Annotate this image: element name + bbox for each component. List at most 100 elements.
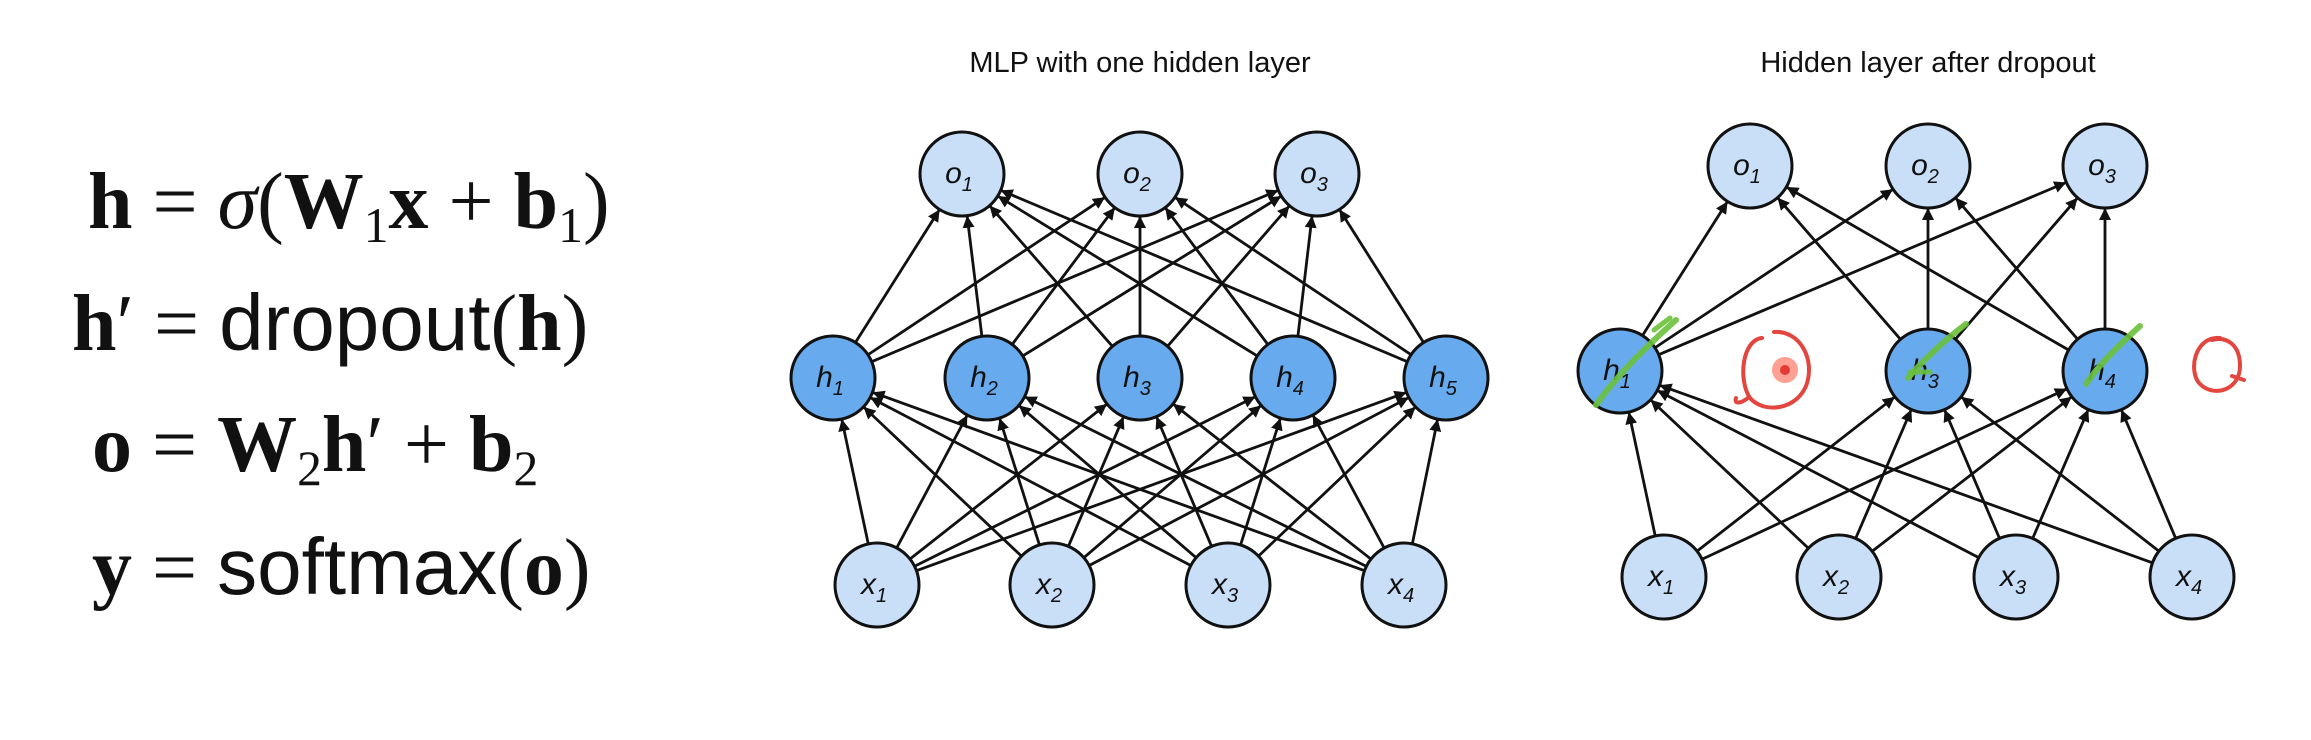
left-hidden-output-edge-2-1 [962,215,984,337]
left-input-hidden-edge-3-5 [1257,406,1416,558]
left-hidden-node-5: h5 [1402,334,1490,422]
left-input-hidden-edge-2-3 [1067,416,1125,547]
handwritten-annotations [1593,315,2246,410]
left-input-node-3: x3 [1184,541,1272,629]
left-hidden-node-2-circle [943,334,1031,422]
red-circle-dropped-h2 [1733,329,1812,410]
right-hidden-output-edge-3-1 [1786,186,2070,352]
left-hidden-node-5-label: h5 [1429,361,1458,400]
left-hidden-node-3: h3 [1096,334,1184,422]
left-input-node-4-label: x4 [1386,568,1414,607]
left-hidden-node-2: h2 [943,334,1031,422]
left-input-hidden-edge-3-1 [870,396,1192,567]
right-input-node-1: x1 [1620,533,1708,621]
left-hidden-node-4: h4 [1249,334,1337,422]
left-input-hidden-edge-1-3 [909,403,1108,561]
right-input-hidden-edge-3-2 [1943,409,2001,539]
left-input-hidden-edge-2-5 [1088,396,1409,567]
left-input-node-2-circle [1008,541,1096,629]
equation-output: o = W2h′ + b2 [92,401,539,496]
right-diagram-title: Hidden layer after dropout [1760,47,2095,79]
left-input-node-1-circle [833,541,921,629]
left-output-node-1-label: o1 [945,157,973,196]
left-diagram-edges [838,189,1442,573]
left-input-node-4: x4 [1360,541,1448,629]
left-input-hidden-edge-2-4 [1082,404,1262,559]
right-input-hidden-edge-1-2 [1696,396,1895,553]
left-hidden-node-4-label: h4 [1276,361,1304,400]
right-hidden-output-edge-3-2 [1955,197,2079,341]
left-input-node-1: x1 [833,541,921,629]
left-output-node-3: o3 [1273,130,1361,218]
right-input-hidden-edge-3-1 [1657,389,1980,559]
left-hidden-output-edge-3-1 [989,205,1114,348]
left-hidden-node-5-circle [1402,334,1490,422]
red-pen-cursor [1772,357,1798,383]
right-output-node-2-circle [1884,122,1972,210]
left-output-node-3-circle [1273,130,1361,218]
left-input-node-1-label: x1 [859,568,887,607]
right-input-node-3-circle [1972,533,2060,621]
left-hidden-output-edge-1-1 [854,209,941,344]
right-diagram-edges [1625,181,2177,565]
formula-panel: h = σ(W1x + b1) h′ = dropout(h) o = W2h′… [0,0,760,740]
left-hidden-node-2-label: h2 [970,361,998,400]
right-input-hidden-edge-2-2 [1854,409,1913,539]
left-input-node-3-circle [1184,541,1272,629]
left-input-hidden-edge-1-1 [838,419,870,545]
left-input-node-3-label: x3 [1210,568,1238,607]
left-hidden-node-3-label: h3 [1123,361,1151,400]
left-input-hidden-edge-1-5 [915,390,1407,572]
right-hidden-node-3: h4 [2061,327,2149,415]
left-hidden-output-edge-5-2 [1174,196,1412,356]
right-input-hidden-edge-2-1 [1650,399,1810,550]
right-input-node-2: x2 [1795,533,1883,621]
left-output-node-1: o1 [918,130,1006,218]
equation-hidden: h = σ(W1x + b1) [88,158,610,253]
left-hidden-node-3-circle [1096,334,1184,422]
left-input-hidden-edge-4-5 [1410,419,1442,545]
left-input-node-4-circle [1360,541,1448,629]
right-input-node-2-label: x2 [1821,560,1849,599]
left-input-node-2-label: x2 [1034,568,1062,607]
left-hidden-output-edge-2-2 [1011,207,1116,346]
left-hidden-output-edge-4-2 [1164,207,1269,346]
right-input-node-4-circle [2148,533,2236,621]
right-hidden-output-edge-2-1 [1777,197,1902,341]
left-input-hidden-edge-4-3 [1172,403,1372,561]
right-input-node-3-label: x3 [1998,560,2026,599]
green-check-h4 [2083,323,2143,387]
green-check-h1-tail [1651,315,1673,333]
right-output-node-1-label: o1 [1733,149,1761,188]
right-hidden-node-3-circle [2061,327,2149,415]
left-input-hidden-edge-4-1 [872,390,1365,573]
right-output-node-2: o2 [1884,122,1972,210]
right-input-hidden-edge-4-2 [1961,396,2160,553]
left-input-hidden-edge-3-2 [1018,404,1198,559]
right-input-node-1-label: x1 [1646,560,1674,599]
left-hidden-node-1-label: h1 [816,361,844,400]
left-hidden-output-edge-5-1 [1000,189,1408,363]
left-output-node-3-label: o3 [1300,157,1328,196]
right-output-node-1-circle [1706,122,1794,210]
left-hidden-node-4-circle [1249,334,1337,422]
left-input-hidden-edge-2-1 [863,406,1023,558]
left-input-hidden-edge-3-3 [1155,416,1213,547]
right-input-hidden-edge-4-1 [1659,383,2153,565]
right-hidden-output-edge-1-2 [1654,188,1894,349]
left-output-node-2-label: o2 [1123,157,1151,196]
left-hidden-output-edge-3-3 [1166,205,1290,348]
right-output-node-1: o1 [1706,122,1794,210]
left-hidden-node-1: h1 [789,334,877,422]
left-input-node-2: x2 [1008,541,1096,629]
right-input-node-4-label: x4 [2174,560,2202,599]
left-input-hidden-edge-4-4 [1312,415,1386,549]
left-output-node-2: o2 [1096,130,1184,218]
green-check-h1 [1593,317,1679,408]
left-input-hidden-edge-3-4 [1239,418,1283,546]
equation-dropout: h′ = dropout(h) [72,278,589,368]
right-input-node-2-circle [1795,533,1883,621]
left-hidden-output-edge-2-3 [1021,195,1282,358]
right-output-node-3-label: o3 [2088,149,2116,188]
